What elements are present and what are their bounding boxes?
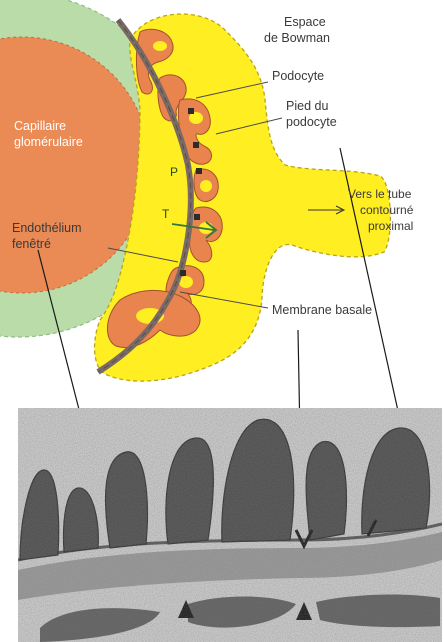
label-vers-1: Vers le tube [348,187,412,201]
label-podocyte: Podocyte [272,69,324,83]
label-endothelium-2: fenêtré [12,237,51,251]
label-espace-1: Espace [284,15,326,29]
marker-t: T [162,207,170,221]
marker-p: P [170,165,178,179]
label-vers-3: proximal [368,219,413,233]
electron-micrograph [18,408,442,642]
label-capillaire-1: Capillaire [14,119,66,133]
label-vers-2: contourné [360,203,414,217]
label-pied-2: podocyte [286,115,337,129]
label-espace-2: de Bowman [264,31,330,45]
label-pied-1: Pied du [286,99,328,113]
label-endothelium-1: Endothélium [12,221,82,235]
label-membrane-basale: Membrane basale [272,303,372,317]
label-capillaire-2: glomérulaire [14,135,83,149]
